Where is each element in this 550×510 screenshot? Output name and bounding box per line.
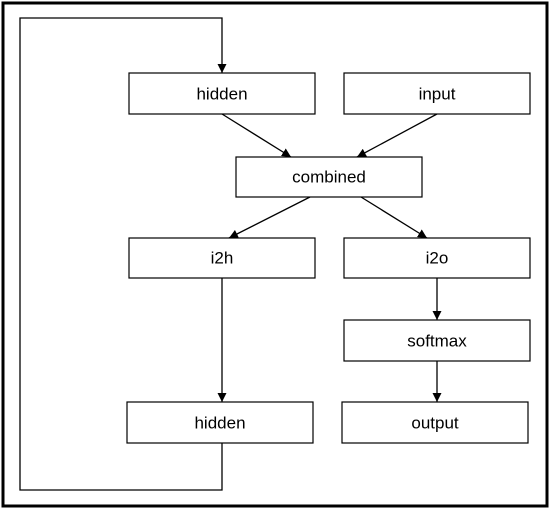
node-i2o-label: i2o bbox=[426, 249, 449, 268]
node-hidden-bottom-label: hidden bbox=[194, 414, 245, 433]
edge-input-to-combined bbox=[356, 113, 438, 158]
node-i2o: i2o bbox=[343, 237, 531, 279]
node-i2h: i2h bbox=[128, 237, 316, 279]
node-output: output bbox=[341, 401, 529, 444]
node-softmax-label: softmax bbox=[407, 332, 467, 351]
edges bbox=[19, 17, 442, 491]
edge-combined-to-i2o bbox=[360, 196, 428, 239]
node-input: input bbox=[343, 72, 531, 115]
edge-hidden-top-to-combined bbox=[221, 113, 292, 158]
node-hidden-bottom: hidden bbox=[126, 401, 314, 444]
node-output-label: output bbox=[411, 414, 459, 433]
node-input-label: input bbox=[419, 85, 456, 104]
node-hidden-top-label: hidden bbox=[196, 85, 247, 104]
node-softmax: softmax bbox=[343, 319, 531, 362]
node-combined: combined bbox=[235, 156, 423, 198]
edge-hidden-bottom-to-hidden-top bbox=[19, 17, 227, 491]
node-combined-label: combined bbox=[292, 168, 366, 187]
node-i2h-label: i2h bbox=[211, 249, 234, 268]
node-hidden-top: hidden bbox=[128, 72, 316, 115]
edge-combined-to-i2h bbox=[228, 196, 311, 239]
